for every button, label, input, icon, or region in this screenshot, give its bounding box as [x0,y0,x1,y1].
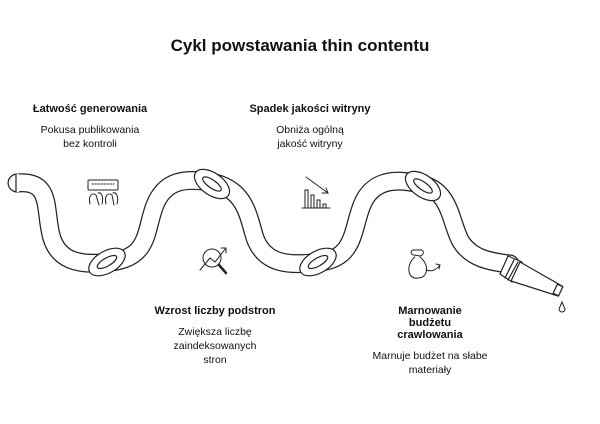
step-desc: Obniża ogólną jakość witryny [276,124,344,150]
nozzle-icon [499,255,564,297]
step-heading: Marnowanie budżetu crawlowania [397,305,463,341]
keyboard-hands-icon [87,179,119,206]
diagram-title: Cykl powstawania thin contentu [170,36,430,55]
step-3: Spadek jakości witryny Obniża ogólną jak… [240,103,380,151]
step-desc: Marnuje budżet na słabe materiały [372,350,488,376]
step-desc: Zwiększa liczbę zaindeksowanych stron [173,326,257,366]
knot [299,247,337,277]
step-heading: Spadek jakości witryny [249,103,371,115]
step-heading: Wzrost liczby podstron [154,305,276,317]
step-4: Marnowanie budżetu crawlowania Marnuje b… [355,305,505,377]
step-desc: Pokusa publikowania bez kontroli [40,124,140,150]
declining-bars-icon [301,176,331,209]
water-drop-icon [558,300,566,313]
money-bag-icon [408,249,441,279]
knot [193,168,231,200]
step-2: Wzrost liczby podstron Zwiększa liczbę z… [145,305,285,367]
step-1: Łatwość generowania Pokusa publikowania … [20,103,160,151]
step-heading: Łatwość generowania [32,103,148,115]
growth-magnifier-icon [199,247,228,275]
knot [88,247,126,277]
knot [404,170,442,202]
